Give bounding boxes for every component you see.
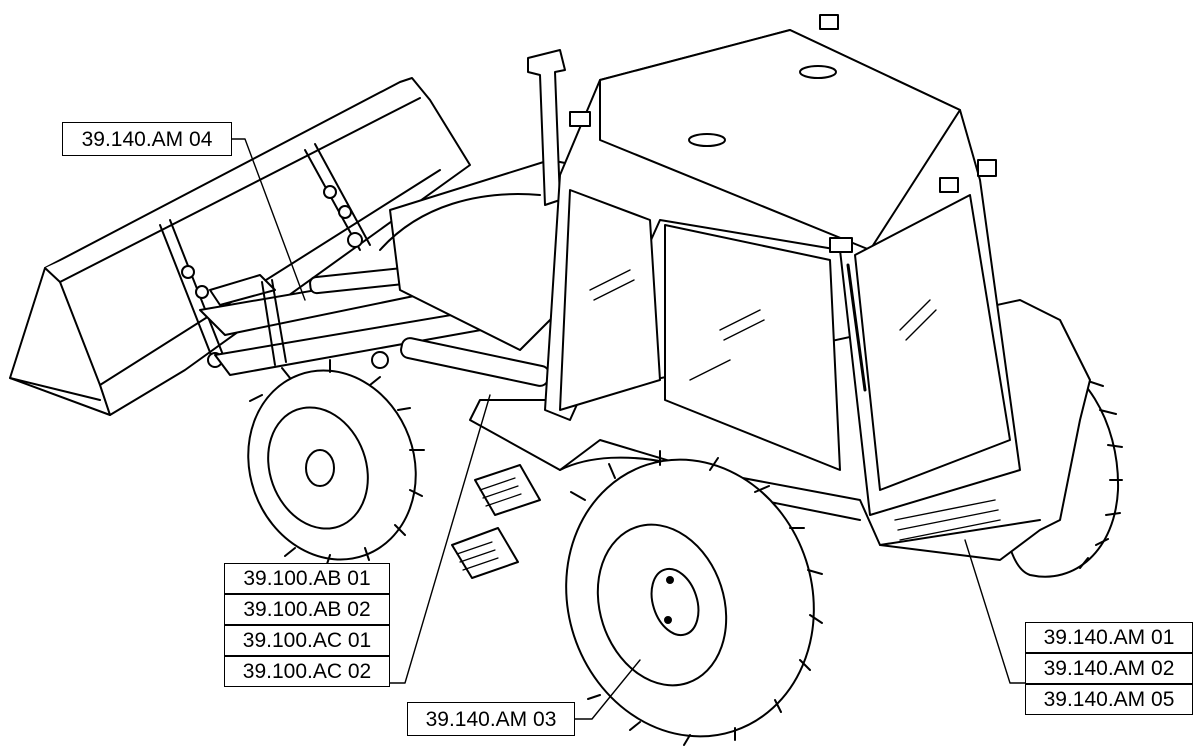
callout-39-100-ac-02[interactable]: 39.100.AC 02 bbox=[224, 656, 390, 687]
front-left-wheel bbox=[247, 359, 425, 568]
callout-39-100-ab-01[interactable]: 39.100.AB 01 bbox=[224, 563, 390, 594]
cab bbox=[544, 14, 1021, 516]
loader-bucket bbox=[9, 77, 471, 416]
callout-39-140-am-04[interactable]: 39.140.AM 04 bbox=[62, 122, 232, 156]
callout-39-140-am-03[interactable]: 39.140.AM 03 bbox=[407, 702, 575, 736]
leader-lines bbox=[231, 138, 1026, 720]
cab-steps bbox=[451, 464, 541, 579]
callout-39-140-am-05[interactable]: 39.140.AM 05 bbox=[1025, 684, 1193, 715]
callout-39-140-am-01[interactable]: 39.140.AM 01 bbox=[1025, 622, 1193, 653]
rear-left-wheel bbox=[565, 450, 823, 746]
callout-39-100-ab-02[interactable]: 39.100.AB 02 bbox=[224, 594, 390, 625]
callout-39-140-am-02[interactable]: 39.140.AM 02 bbox=[1025, 653, 1193, 684]
callout-39-100-ac-01[interactable]: 39.100.AC 01 bbox=[224, 625, 390, 656]
